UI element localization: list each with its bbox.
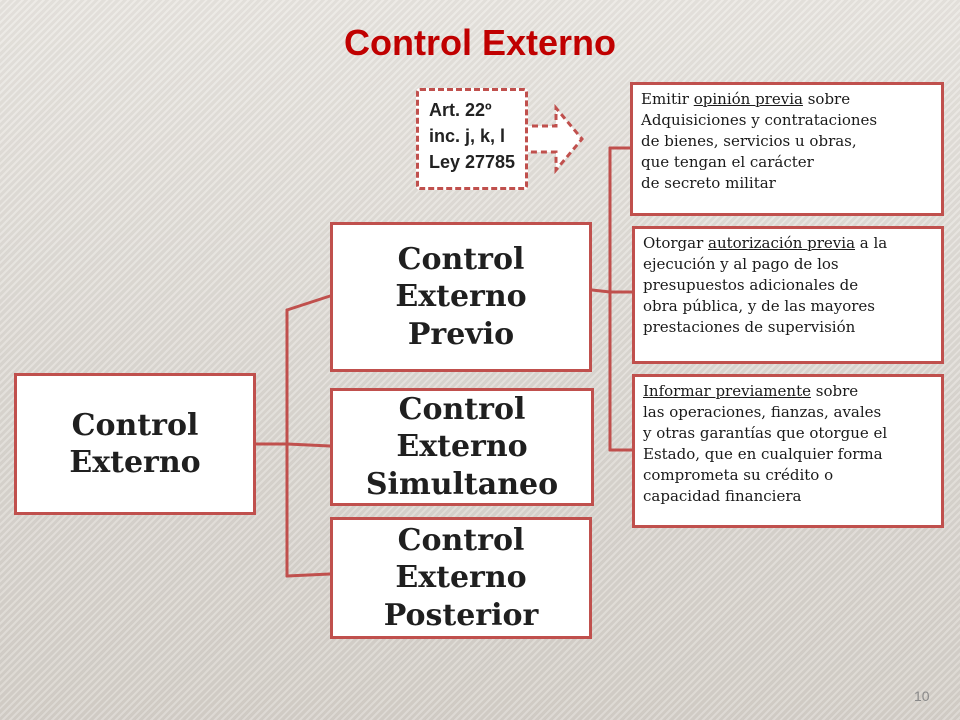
control-simultaneo-node: Control Externo Simultaneo <box>330 388 594 506</box>
node-line-2: Externo <box>69 445 201 480</box>
node-line-3: Previo <box>407 316 515 352</box>
desc-line: y otras garantías que otorgue el <box>643 424 888 442</box>
desc-line: prestaciones de supervisión <box>643 318 856 336</box>
desc-line: comprometa su crédito o <box>643 466 834 484</box>
desc-line: de secreto militar <box>641 174 776 192</box>
description-box-autorizacion: Otorgar autorización previa a la ejecuci… <box>632 226 944 364</box>
desc-line: Informar previamente sobre <box>643 382 859 400</box>
description-box-informar: Informar previamente sobre las operacion… <box>632 374 944 528</box>
node-line-1: Control <box>397 522 525 558</box>
page-number: 10 <box>914 688 930 704</box>
desc-line: Otorgar autorización previa a la <box>643 234 888 252</box>
desc-line: que tengan el carácter <box>641 153 814 171</box>
article-line-2: inc. j, k, l <box>429 126 506 146</box>
node-line-2: Externo <box>396 429 528 465</box>
article-line-3: Ley 27785 <box>429 152 516 172</box>
control-externo-node: Control Externo <box>14 373 256 515</box>
node-line-2: Externo <box>395 279 527 315</box>
desc-line: Emitir opinión previa sobre <box>641 90 851 108</box>
node-line-3: Simultaneo <box>365 466 559 502</box>
node-line-1: Control <box>397 241 525 277</box>
node-line-1: Control <box>71 407 199 443</box>
desc-line: ejecución y al pago de los <box>643 255 839 273</box>
desc-line: las operaciones, fianzas, avales <box>643 403 882 421</box>
desc-line: capacidad financiera <box>643 487 802 505</box>
node-line-1: Control <box>398 391 526 427</box>
slide-title: Control Externo <box>343 22 616 63</box>
description-box-opinion: Emitir opinión previa sobre Adquisicione… <box>630 82 944 216</box>
node-line-2: Externo <box>395 560 527 596</box>
desc-line: obra pública, y de las mayores <box>643 297 875 315</box>
node-line-3: Posterior <box>383 597 539 633</box>
control-previo-node: Control Externo Previo <box>330 222 592 372</box>
desc-line: de bienes, servicios u obras, <box>641 132 857 150</box>
desc-line: presupuestos adicionales de <box>643 276 859 294</box>
article-reference-box: Art. 22º inc. j, k, l Ley 27785 <box>416 88 528 190</box>
desc-line: Adquisiciones y contrataciones <box>641 111 878 129</box>
control-posterior-node: Control Externo Posterior <box>330 517 592 639</box>
desc-line: Estado, que en cualquier forma <box>643 445 883 463</box>
article-line-1: Art. 22º <box>429 100 492 120</box>
